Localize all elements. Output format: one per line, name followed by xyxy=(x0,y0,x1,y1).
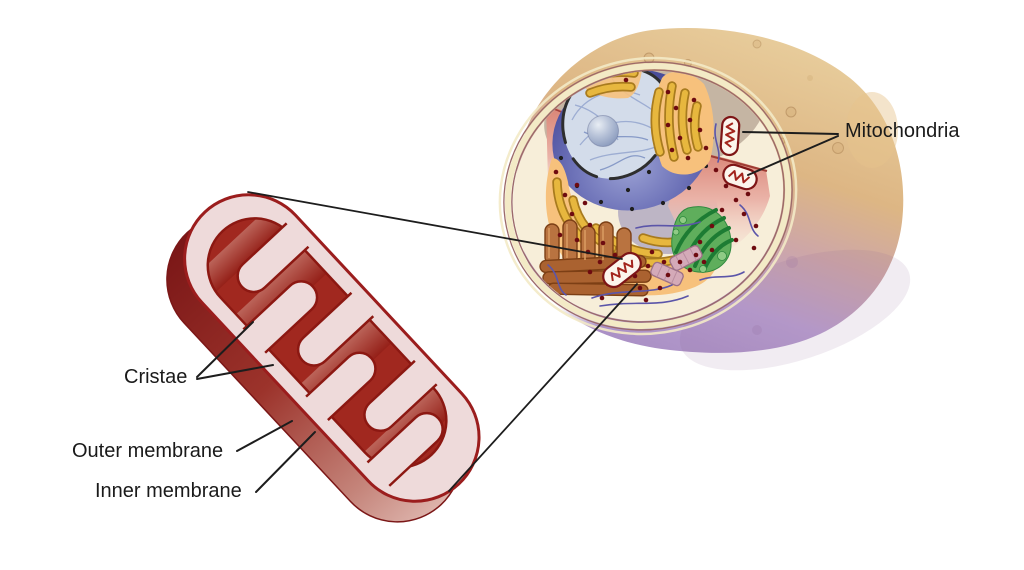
zoom-line-top xyxy=(247,191,623,260)
outer-membrane-pointer xyxy=(236,420,293,452)
label-inner-membrane: Inner membrane xyxy=(95,480,242,502)
animal-cell xyxy=(498,28,911,371)
plasma-membrane xyxy=(498,56,798,336)
label-outer-membrane: Outer membrane xyxy=(72,440,224,462)
mitochondria-pointer-1 xyxy=(742,131,839,135)
nucleolus xyxy=(587,115,619,147)
ribosomes xyxy=(553,67,759,303)
mitochondria-pointer-2 xyxy=(747,135,839,176)
microtubules xyxy=(547,123,759,307)
cristae-folds xyxy=(236,222,444,487)
label-cristae: Cristae xyxy=(124,366,188,388)
mitochondrion-enlarged xyxy=(166,193,481,523)
zoom-line-bottom xyxy=(448,283,638,492)
inner-membrane-pointer xyxy=(255,431,316,493)
cristae-pointer-2 xyxy=(196,364,274,380)
leader-lines xyxy=(196,131,839,493)
mitochondrion-small-bottom xyxy=(602,251,642,289)
mitochondrion-small-middle xyxy=(722,163,758,191)
mitochondrion-small-top xyxy=(719,115,741,157)
cristae-pointer-1 xyxy=(196,321,254,378)
label-mitochondria: Mitochondria xyxy=(845,120,960,142)
